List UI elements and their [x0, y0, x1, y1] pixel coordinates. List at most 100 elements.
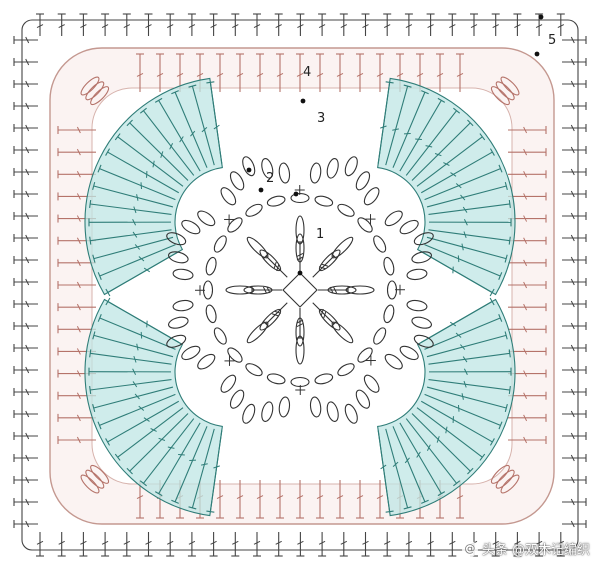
stitch-slash [416, 451, 421, 458]
stitch-slash [362, 24, 369, 29]
stitch-slash [392, 128, 399, 131]
ring-chain [314, 373, 334, 385]
fan-stitch [129, 122, 189, 181]
stitch-slash [36, 540, 44, 545]
corner-chain [85, 469, 105, 489]
fan-stitch [428, 378, 510, 391]
stitch-slash [449, 321, 457, 327]
stitch-slash [76, 436, 81, 444]
fan-stitch [158, 422, 201, 494]
petal-chain [166, 232, 187, 246]
stitch-slash [213, 465, 220, 469]
stitch-slash [296, 495, 304, 500]
fan-top-right [377, 77, 516, 297]
fan-stitch [392, 426, 426, 503]
stitch-slash [253, 24, 261, 29]
stitch-slash [80, 540, 87, 545]
stitch-slash [570, 498, 575, 506]
start-markers [246, 14, 544, 276]
round-3-label: 3 [317, 111, 325, 126]
stitch-top-bar [508, 349, 511, 358]
fan-stitch [385, 85, 409, 166]
stitch-slash [25, 102, 30, 110]
stitch-top-bar [508, 199, 511, 209]
stitch-slash [271, 313, 279, 317]
petal-chain [220, 187, 237, 206]
stitch-top-bar [171, 499, 179, 504]
petal-chain [344, 403, 358, 424]
fan-stitch [209, 430, 223, 512]
stitch-top-bar [92, 181, 96, 190]
petal-chain [326, 401, 339, 422]
fan-stitch [399, 100, 442, 172]
petal-chain [172, 299, 194, 312]
stitch-slash [340, 540, 348, 545]
stitch-slash [570, 168, 575, 176]
fan-stitch [99, 317, 176, 350]
fan-stitch [411, 122, 471, 181]
ring-chain [357, 347, 373, 363]
fan-stitch [392, 91, 426, 168]
fan-shape [84, 298, 223, 517]
stitch-slash [570, 366, 575, 374]
fan-stitch [99, 393, 176, 426]
stitch-slash [523, 215, 528, 222]
stitch-slash [76, 348, 81, 355]
stitch-slash [76, 326, 81, 333]
fan-stitch [420, 301, 493, 343]
stitch-slash [405, 540, 413, 545]
stitch-slash [133, 355, 137, 363]
stitch-slash [523, 237, 528, 244]
fan-stitch [416, 136, 483, 187]
stitch-slash [133, 206, 137, 214]
petal-chain [309, 162, 322, 184]
stitch-top-bar [105, 438, 111, 446]
fan-stitch [377, 82, 391, 164]
stitch-slash [158, 437, 166, 441]
fan-stitch [416, 407, 483, 458]
stitch-slash [25, 498, 30, 506]
fan-stitch [385, 428, 409, 509]
stitch-top-bar [188, 506, 197, 510]
stitch-slash [570, 476, 575, 484]
stitch-slash [336, 495, 344, 500]
round-1-label: 1 [316, 227, 324, 242]
fan-stitch [428, 352, 510, 365]
fan-shape [377, 298, 516, 517]
fan-stitch [377, 430, 391, 512]
petal-chain [261, 158, 274, 179]
stitch-slash [145, 540, 152, 545]
stitch-slash [427, 24, 434, 29]
stitch-slash [25, 388, 30, 396]
stitch-slash [188, 24, 196, 29]
ring-chain [205, 256, 217, 276]
watermark: @ 头条 @双木记编织 [461, 539, 590, 558]
ring-chain [213, 327, 227, 345]
corner-chain [500, 474, 520, 494]
stitch-slash [76, 303, 81, 311]
round-4-label: 4 [303, 65, 311, 80]
stitch-slash [169, 143, 174, 150]
round-4-inner-outline [91, 87, 513, 485]
petal-chain [413, 232, 434, 246]
spoke-stitch [265, 255, 288, 278]
stitch-slash [166, 540, 174, 545]
stitch-top-bar [89, 385, 92, 395]
stitch-slash [396, 72, 404, 77]
corner-chain [495, 469, 515, 489]
fan-stitch [174, 91, 208, 168]
stitch-slash [138, 256, 145, 262]
stitch-slash [276, 495, 284, 500]
stitch-slash [523, 414, 528, 422]
corner-chain [80, 76, 100, 96]
stitch-slash [76, 237, 81, 244]
stitch-slash [570, 344, 575, 352]
ring-chain [373, 327, 387, 345]
stitch-slash [25, 432, 30, 440]
stitch-top-bar [105, 288, 111, 297]
petal-chain [326, 158, 339, 179]
stitch-slash [523, 259, 528, 267]
ring-chain [357, 217, 373, 233]
stitch-slash [138, 405, 145, 411]
stitch-slash [470, 24, 478, 29]
